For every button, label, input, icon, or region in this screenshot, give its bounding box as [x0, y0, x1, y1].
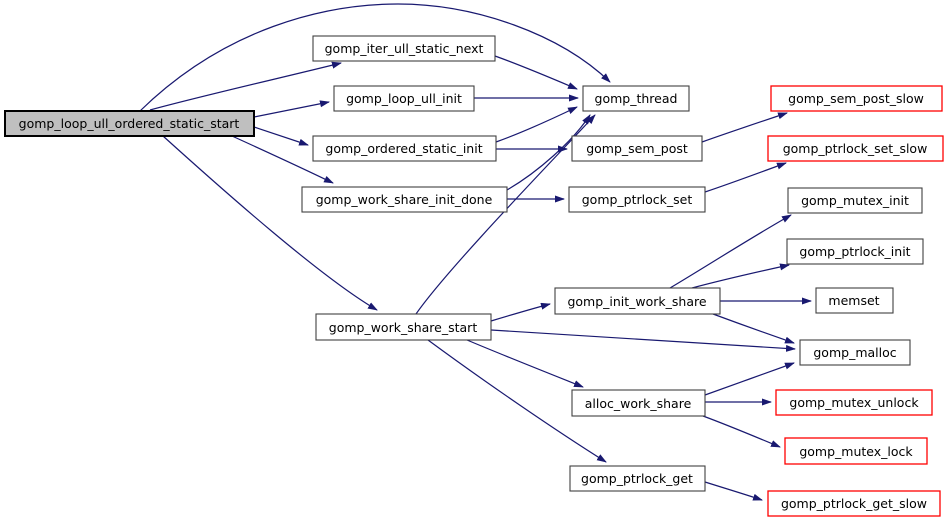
node-label: gomp_init_work_share [567, 294, 706, 309]
node-label: gomp_ptrlock_get [581, 471, 693, 486]
node-gomp-sem-post[interactable]: gomp_sem_post [571, 135, 703, 162]
node-memset[interactable]: memset [815, 287, 894, 314]
node-box [775, 389, 933, 416]
node-box [568, 186, 706, 213]
node-label: gomp_ptrlock_init [799, 244, 910, 259]
node-label: gomp_sem_post [586, 141, 688, 156]
edge-ws-start-to-alloc-work-share [466, 339, 584, 388]
node-box [767, 490, 941, 517]
node-label: gomp_ptrlock_set [582, 192, 693, 207]
node-gomp-ptrlock-get[interactable]: gomp_ptrlock_get [569, 465, 706, 492]
node-box [582, 85, 690, 112]
edges [139, 3, 812, 501]
node-gomp-ptrlock-init[interactable]: gomp_ptrlock_init [786, 238, 924, 265]
node-gomp-work-share-init-done[interactable]: gomp_work_share_init_done [301, 186, 508, 213]
node-gomp-init-work-share[interactable]: gomp_init_work_share [554, 287, 721, 315]
node-box [4, 110, 255, 137]
edge-main-to-loop-ull-init [253, 100, 330, 118]
node-label: gomp_thread [595, 91, 678, 106]
edge-main-to-iter-next [149, 61, 342, 111]
node-box [799, 339, 911, 366]
node-gomp-ordered-static-init[interactable]: gomp_ordered_static_init [312, 135, 497, 162]
node-gomp-ptrlock-get-slow[interactable]: gomp_ptrlock_get_slow [767, 490, 941, 517]
edge-main-to-ordered-init [253, 126, 309, 146]
edge-ws-start-to-malloc [490, 329, 796, 352]
node-label: gomp_ordered_static_init [325, 141, 482, 156]
node-label: alloc_work_share [585, 396, 692, 411]
edge-ws-init-done-to-thread [506, 114, 591, 191]
edge-alloc-work-share-to-malloc [704, 362, 795, 396]
node-gomp-ptrlock-set[interactable]: gomp_ptrlock_set [568, 186, 706, 213]
node-label: gomp_loop_ull_init [346, 91, 462, 106]
node-box [571, 135, 703, 162]
node-gomp-mutex-lock[interactable]: gomp_mutex_lock [784, 437, 928, 465]
edge-iter-next-to-thread [494, 55, 578, 90]
node-label: gomp_ptrlock_set_slow [783, 141, 928, 156]
node-gomp-sem-post-slow[interactable]: gomp_sem_post_slow [770, 85, 943, 112]
node-box [770, 85, 943, 112]
node-label: gomp_mutex_init [801, 193, 909, 208]
node-box [786, 238, 924, 265]
node-box [312, 135, 497, 162]
nodes: gomp_loop_ull_ordered_static_start gomp_… [4, 35, 944, 517]
edge-init-work-share-to-malloc [712, 313, 795, 344]
edge-ws-start-to-init-work-share [490, 302, 551, 322]
node-gomp-thread[interactable]: gomp_thread [582, 85, 690, 112]
node-box [815, 287, 894, 314]
node-label: gomp_work_share_start [329, 320, 478, 335]
node-gomp-loop-ull-init[interactable]: gomp_loop_ull_init [333, 85, 475, 112]
node-label: gomp_mutex_unlock [789, 395, 919, 410]
node-label: memset [828, 293, 879, 308]
edge-init-work-share-to-ptrlock-init [691, 263, 790, 289]
node-label: gomp_iter_ull_static_next [325, 41, 484, 56]
edge-alloc-work-share-to-mutex-lock [702, 415, 781, 448]
node-gomp-mutex-unlock[interactable]: gomp_mutex_unlock [775, 389, 933, 416]
edge-init-work-share-to-mutex-init [669, 214, 792, 289]
node-box [767, 135, 944, 162]
node-label: gomp_work_share_init_done [316, 192, 493, 207]
edge-ptrlock-set-to-ptrlock-set-slow [704, 162, 787, 193]
edge-ordered-init-to-thread [495, 106, 578, 143]
node-gomp-loop-ull-ordered-static-start[interactable]: gomp_loop_ull_ordered_static_start [4, 110, 255, 137]
edge-sem-post-to-sem-post-slow [701, 112, 788, 143]
node-gomp-mutex-init[interactable]: gomp_mutex_init [787, 187, 923, 214]
node-gomp-ptrlock-set-slow[interactable]: gomp_ptrlock_set_slow [767, 135, 944, 162]
node-box [554, 287, 721, 315]
node-alloc-work-share[interactable]: alloc_work_share [571, 389, 706, 417]
node-gomp-work-share-start[interactable]: gomp_work_share_start [315, 313, 492, 341]
node-box [787, 187, 923, 214]
node-label: gomp_ptrlock_get_slow [781, 496, 927, 511]
node-box [315, 313, 492, 341]
node-box [333, 85, 475, 112]
edge-ws-start-to-ptrlock-get [427, 339, 607, 463]
edge-ws-start-to-thread [415, 114, 596, 315]
node-box [301, 186, 508, 213]
node-label: gomp_loop_ull_ordered_static_start [19, 116, 240, 131]
node-label: gomp_sem_post_slow [788, 91, 924, 106]
edge-ptrlock-get-to-ptrlock-get-slow [704, 481, 763, 501]
edge-main-to-thread [139, 3, 611, 112]
node-box [569, 465, 706, 492]
node-box [571, 389, 706, 417]
edge-main-to-ws-start [162, 135, 378, 311]
edge-main-to-ws-init-done [231, 135, 334, 184]
node-label: gomp_malloc [813, 345, 896, 360]
node-label: gomp_mutex_lock [799, 444, 913, 459]
node-box [784, 437, 928, 465]
node-gomp-malloc[interactable]: gomp_malloc [799, 339, 911, 366]
node-box [312, 35, 496, 62]
node-gomp-iter-ull-static-next[interactable]: gomp_iter_ull_static_next [312, 35, 496, 62]
